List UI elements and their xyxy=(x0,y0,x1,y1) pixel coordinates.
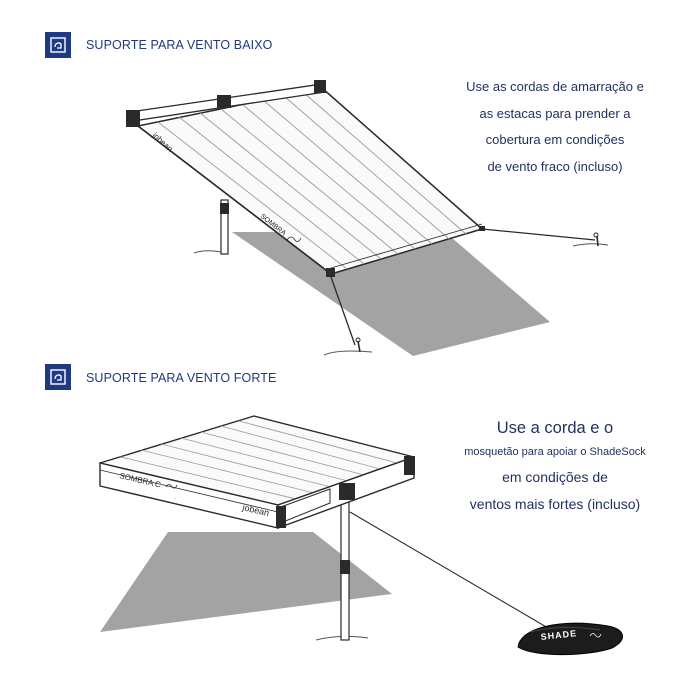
ground-shadow xyxy=(100,532,392,632)
ground-tuft xyxy=(193,250,223,254)
support-rope xyxy=(349,511,561,636)
signature-mark xyxy=(165,484,178,489)
ground-stake xyxy=(593,232,599,247)
description-line: ventos mais fortes (incluso) xyxy=(469,496,641,512)
bag-label: SHADE xyxy=(540,628,577,642)
description-line: cobertura em condições xyxy=(485,132,625,147)
shade-logo-icon xyxy=(45,364,71,390)
support-pole xyxy=(220,199,229,255)
section-title-low-wind: SUPORTE PARA VENTO BAIXO xyxy=(86,38,273,52)
top-frame-bar xyxy=(126,80,326,127)
canopy-seams xyxy=(157,91,467,270)
section-title-high-wind: SUPORTE PARA VENTO FORTE xyxy=(86,371,277,385)
description-line: Use as cordas de amarração e xyxy=(466,79,644,94)
canopy-seams xyxy=(120,420,398,500)
corner-cap xyxy=(326,268,335,277)
ground-shadow xyxy=(232,232,550,356)
high-wind-illustration: SOMBRA C jobean SHADE xyxy=(99,415,623,656)
high-wind-description: Use a corda e o mosquetão para apoiar o … xyxy=(430,416,680,518)
ground-tuft xyxy=(572,243,609,247)
description-line: em condições de xyxy=(502,469,608,485)
description-line: as estacas para prender a xyxy=(479,105,631,121)
description-line: mosquetão para apoiar o ShadeSock xyxy=(464,446,646,458)
pole-joint xyxy=(340,560,350,574)
low-wind-illustration: jobean SOMBRA xyxy=(126,80,609,356)
ground-stake xyxy=(355,337,361,353)
description-line: de vento fraco (incluso) xyxy=(487,158,623,174)
signature-mark xyxy=(286,236,302,242)
front-frame-bar xyxy=(276,456,415,528)
ground-tuft xyxy=(323,350,373,356)
low-wind-description: Use as cordas de amarração e as estacas … xyxy=(430,74,680,180)
shade-logo-icon xyxy=(45,32,71,58)
pole-joint xyxy=(220,203,229,214)
shadesock-bag: SHADE xyxy=(517,622,623,656)
guy-ropes xyxy=(330,228,596,346)
description-line: Use a corda e o xyxy=(496,419,614,437)
